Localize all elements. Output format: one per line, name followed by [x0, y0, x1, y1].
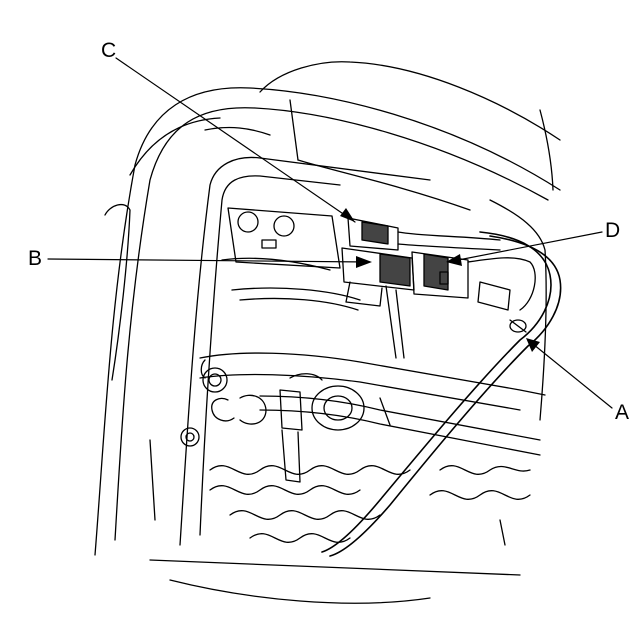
callout-label-b: B	[28, 247, 43, 270]
seat-springs	[149, 439, 531, 546]
callout-label-a: A	[615, 401, 630, 424]
callout-label-c: C	[101, 39, 117, 62]
connector-b	[341, 247, 415, 359]
connector-c	[347, 217, 501, 251]
upper-bracket	[221, 207, 361, 311]
seat-back-outline	[94, 61, 561, 604]
callout-leaders	[47, 57, 613, 409]
seat-track	[180, 352, 546, 483]
connector-d	[411, 251, 536, 311]
wire-harness-a	[321, 231, 562, 557]
callout-label-d: D	[605, 219, 621, 242]
